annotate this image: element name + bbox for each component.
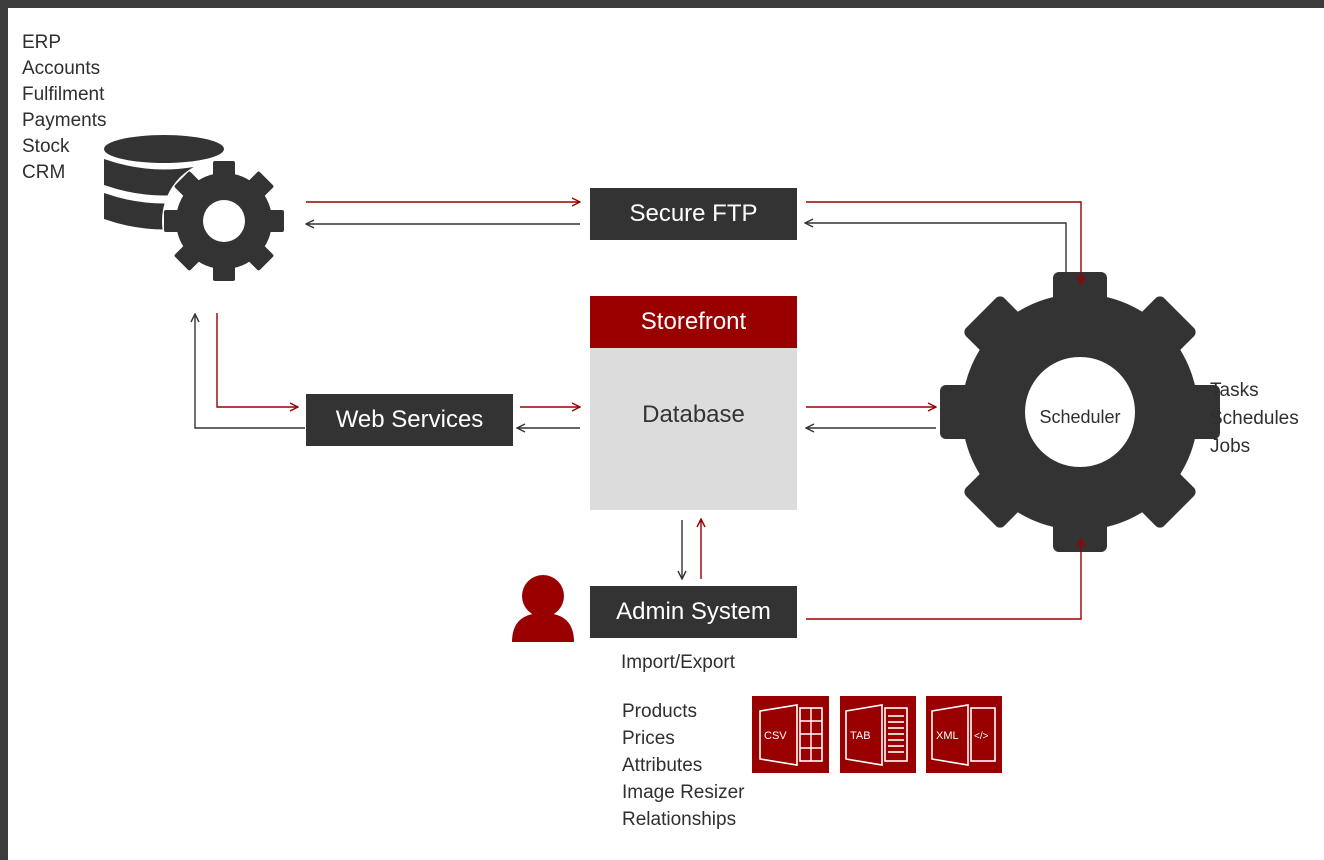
web-services-label: Web Services xyxy=(335,406,484,433)
xml-label: XML xyxy=(936,730,959,742)
data-types-list: Products Prices Attributes Image Resizer… xyxy=(622,698,745,833)
diagram-graphics: CSV TAB XML </> xyxy=(104,135,1220,773)
scheduler-list-item: Schedules xyxy=(1210,408,1299,429)
database-label: Database xyxy=(642,401,745,428)
scheduler-list-item: Jobs xyxy=(1210,436,1251,457)
systems-list-item: Accounts xyxy=(22,58,101,79)
systems-list-item: Fulfilment xyxy=(22,84,105,105)
connector-admin-to-scheduler xyxy=(806,539,1081,620)
connector-scheduler-to-ftp xyxy=(805,223,1067,279)
systems-list: ERP Accounts Fulfilment Payments Stock C… xyxy=(22,30,106,186)
connector-ftp-to-scheduler xyxy=(806,201,1081,284)
scheduler-list-item: Tasks xyxy=(1210,380,1259,401)
data-types-item: Prices xyxy=(622,728,675,749)
xml-code-glyph: </> xyxy=(974,731,989,742)
xml-file-icon: XML </> xyxy=(926,696,1002,773)
tab-file-icon: TAB xyxy=(840,696,916,773)
data-types-item: Relationships xyxy=(622,809,737,830)
database-gear-icon xyxy=(104,135,286,283)
import-export-label: Import/Export xyxy=(621,652,736,673)
systems-list-item: Payments xyxy=(22,110,107,131)
csv-file-icon: CSV xyxy=(752,696,829,773)
storefront-label: Storefront xyxy=(640,308,747,335)
database-body xyxy=(590,348,797,510)
systems-list-item: Stock xyxy=(22,136,70,157)
secure-ftp-node: Secure FTP xyxy=(590,188,797,240)
systems-list-item: ERP xyxy=(22,32,62,53)
connector-webservices-to-erp xyxy=(195,314,305,429)
scheduler-label: Scheduler xyxy=(1039,407,1121,427)
admin-system-node: Admin System xyxy=(590,586,797,638)
data-types-item: Products xyxy=(622,701,697,722)
csv-label: CSV xyxy=(764,730,787,742)
diagram-canvas: ERP Accounts Fulfilment Payments Stock C… xyxy=(8,8,1324,860)
data-types-item: Image Resizer xyxy=(622,782,745,803)
secure-ftp-label: Secure FTP xyxy=(629,200,758,227)
scheduler-list: Tasks Schedules Jobs xyxy=(1210,377,1299,461)
connector-erp-to-webservices xyxy=(216,313,298,407)
data-types-item: Attributes xyxy=(622,755,703,776)
storefront-node: Storefront xyxy=(590,296,797,348)
tab-label: TAB xyxy=(850,730,871,742)
systems-list-item: CRM xyxy=(22,162,66,183)
admin-system-label: Admin System xyxy=(616,598,771,625)
web-services-node: Web Services xyxy=(306,394,513,446)
gear-icon xyxy=(940,272,1220,552)
user-icon xyxy=(512,575,574,642)
